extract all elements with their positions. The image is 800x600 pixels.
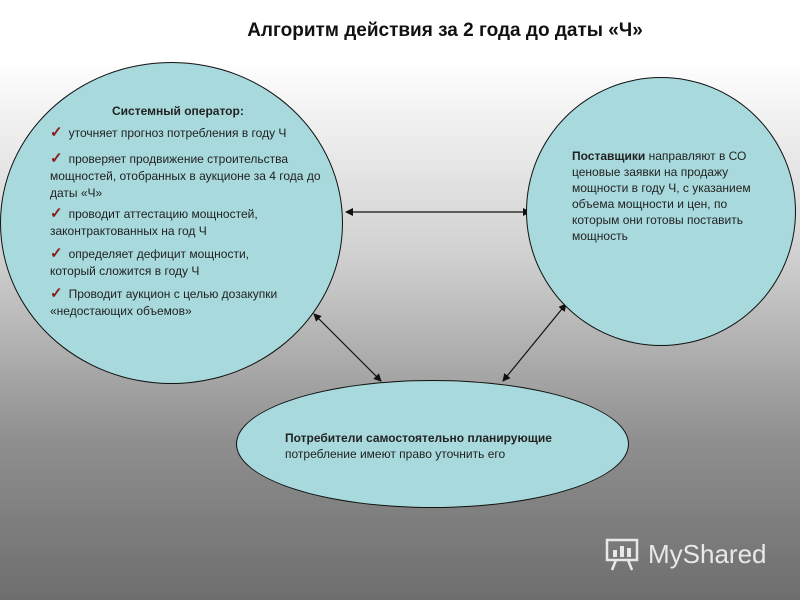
system-operator-oval bbox=[0, 62, 343, 384]
presentation-icon bbox=[605, 538, 639, 571]
suppliers-oval bbox=[526, 77, 796, 346]
check-icon: ✓ bbox=[50, 285, 63, 302]
myshared-logo: MyShared bbox=[604, 536, 767, 572]
consumers-oval bbox=[236, 380, 629, 508]
check-icon: ✓ bbox=[50, 245, 63, 262]
check-icon: ✓ bbox=[50, 205, 63, 222]
arrow-right-bottom bbox=[502, 303, 567, 382]
list-item: ✓определяет дефицит мощности, который сл… bbox=[50, 245, 250, 278]
check-icon: ✓ bbox=[50, 150, 63, 167]
arrow-left-bottom bbox=[313, 313, 382, 382]
list-item: ✓проводит аттестацию мощностей, законтра… bbox=[50, 205, 258, 238]
list-item: ✓уточняет прогноз потребления в году Ч bbox=[50, 124, 287, 141]
consumers-text: Потребители самостоятельно планирующие п… bbox=[285, 431, 552, 461]
page-title: Алгоритм действия за 2 года до даты «Ч» bbox=[247, 20, 643, 41]
system-operator-heading: Системный оператор: bbox=[112, 104, 244, 118]
logo-text: MyShared bbox=[648, 538, 767, 569]
list-item: ✓проверяет продвижение строительства мощ… bbox=[50, 150, 321, 200]
check-icon: ✓ bbox=[50, 124, 63, 141]
list-item: ✓Проводит аукцион с целью дозакупки «нед… bbox=[50, 285, 278, 318]
suppliers-text: Поставщики направляют в СО ценовые заявк… bbox=[572, 149, 751, 243]
